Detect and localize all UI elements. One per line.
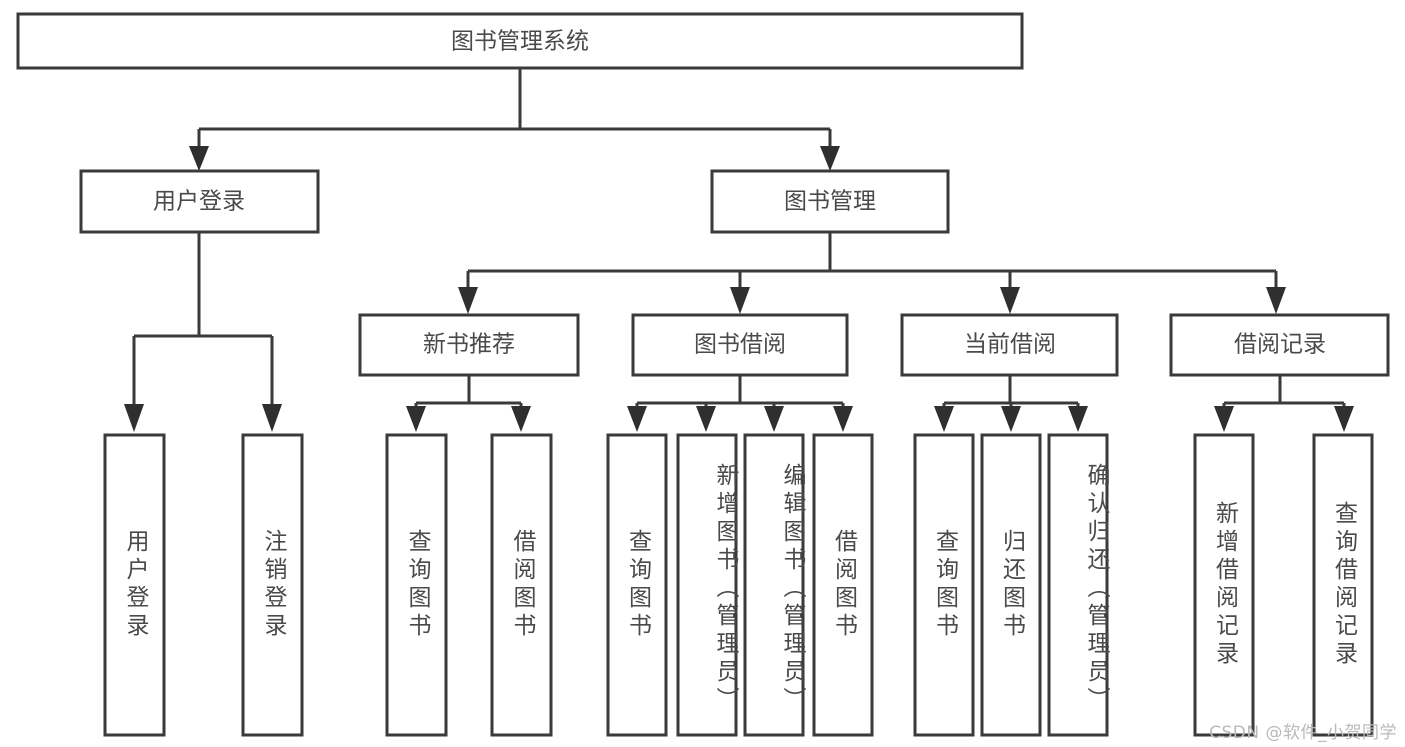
- arrow-current-borrow-leaf-1: [1001, 406, 1021, 432]
- arrow-to-new-books: [458, 287, 478, 314]
- node-new-book-recommend-label: 新书推荐: [423, 332, 515, 358]
- leaf-box-current-borrow-1[interactable]: [980, 433, 1042, 737]
- arrow-to-borrow-records: [1266, 287, 1286, 314]
- leaf-box-new-books-1[interactable]: [490, 433, 553, 737]
- node-borrow-records[interactable]: [1169, 313, 1390, 377]
- node-user-login-label: 用户登录: [153, 189, 245, 215]
- node-book-borrow-label: 图书借阅: [694, 332, 786, 358]
- arrow-current-borrow-leaf-0: [934, 406, 954, 432]
- leaf-box-book-borrow-2[interactable]: [743, 433, 805, 737]
- node-book-management-label: 图书管理: [784, 189, 876, 215]
- leaf-box-book-borrow-1[interactable]: [676, 433, 738, 737]
- node-current-borrow-label: 当前借阅: [964, 332, 1056, 358]
- leaf-box-current-borrow-0[interactable]: [913, 433, 975, 737]
- arrow-book-borrow-leaf-3: [833, 406, 853, 432]
- arrow-book-borrow-leaf-0: [627, 406, 647, 432]
- csdn-watermark: CSDN @软件_小贺同学: [1209, 723, 1397, 743]
- arrow-root-to-book-mgmt: [820, 146, 840, 171]
- node-root[interactable]: [16, 12, 1024, 70]
- arrow-new-books-leaf-0: [406, 406, 426, 432]
- arrow-to-current-borrow: [1000, 287, 1020, 314]
- leaf-box-borrow-records-0[interactable]: [1193, 433, 1255, 737]
- arrow-user-login-leaf-1: [262, 404, 282, 432]
- arrow-book-borrow-leaf-1: [696, 406, 716, 432]
- leaf-box-current-borrow-2[interactable]: [1047, 433, 1109, 737]
- node-root-label: 图书管理系统: [451, 29, 589, 55]
- leaf-box-book-borrow-3[interactable]: [812, 433, 874, 737]
- leaf-box-new-books-0[interactable]: [385, 433, 448, 737]
- arrow-borrow-records-leaf-0: [1214, 406, 1234, 432]
- node-new-book-recommend[interactable]: [358, 313, 580, 377]
- leaf-box-borrow-records-1[interactable]: [1312, 433, 1374, 737]
- arrow-book-borrow-leaf-2: [764, 406, 784, 432]
- arrow-root-to-user-login: [189, 146, 209, 171]
- leaf-box-user-login-1[interactable]: [241, 433, 304, 737]
- arrow-new-books-leaf-1: [511, 406, 531, 432]
- node-borrow-records-label: 借阅记录: [1234, 332, 1326, 358]
- leaf-box-user-login-0[interactable]: [103, 433, 166, 737]
- node-book-borrow[interactable]: [631, 313, 849, 377]
- arrow-to-book-borrow: [730, 287, 750, 314]
- node-current-borrow[interactable]: [900, 313, 1119, 377]
- node-book-management[interactable]: [710, 169, 950, 234]
- arrow-current-borrow-leaf-2: [1068, 406, 1088, 432]
- leaf-box-book-borrow-0[interactable]: [606, 433, 668, 737]
- arrow-borrow-records-leaf-1: [1334, 406, 1354, 432]
- arrow-user-login-leaf-0: [124, 404, 144, 432]
